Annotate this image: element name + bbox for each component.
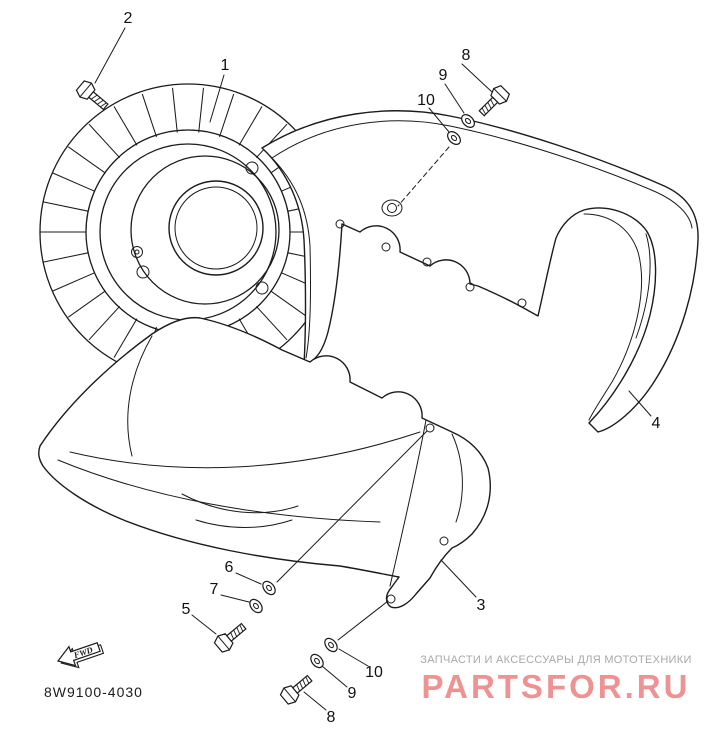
part-code-label: 8W9100-4030 (44, 684, 143, 700)
callout-5: 5 (181, 601, 191, 618)
watermark: ЗАПЧАСТИ И АКСЕССУАРЫ ДЛЯ МОТОТЕХНИКИ PA… (405, 654, 707, 703)
hex-bolt-part-8-top (474, 82, 513, 121)
lock-washer-part-7 (246, 596, 266, 616)
callout-3: 3 (476, 597, 486, 614)
flat-washer-part-10-bottom (321, 635, 341, 655)
callout-9: 9 (438, 67, 448, 84)
callout-8: 8 (461, 47, 471, 64)
callout-1: 1 (220, 57, 230, 74)
watermark-brand: PARTSFOR.RU (421, 668, 691, 705)
callout-4: 4 (651, 415, 661, 432)
callout-10: 10 (417, 92, 435, 109)
callout-6: 6 (224, 559, 234, 576)
air-shroud-front (38, 316, 491, 609)
hex-bolt-part-8-bottom (277, 670, 317, 707)
hex-bolt-part-5 (211, 618, 251, 655)
callout-10: 10 (365, 664, 383, 681)
leader-lines (94, 27, 652, 711)
alignment-dashed-line (397, 146, 450, 207)
fwd-arrow: FWD (56, 641, 105, 669)
air-shroud-rear (261, 110, 699, 433)
callout-8: 8 (326, 709, 336, 726)
callout-7: 7 (209, 581, 219, 598)
flat-washer-part-6 (259, 578, 279, 598)
watermark-tagline: ЗАПЧАСТИ И АКСЕССУАРЫ ДЛЯ МОТОТЕХНИКИ (420, 654, 692, 666)
callout-9: 9 (347, 685, 357, 702)
callout-2: 2 (123, 10, 133, 27)
